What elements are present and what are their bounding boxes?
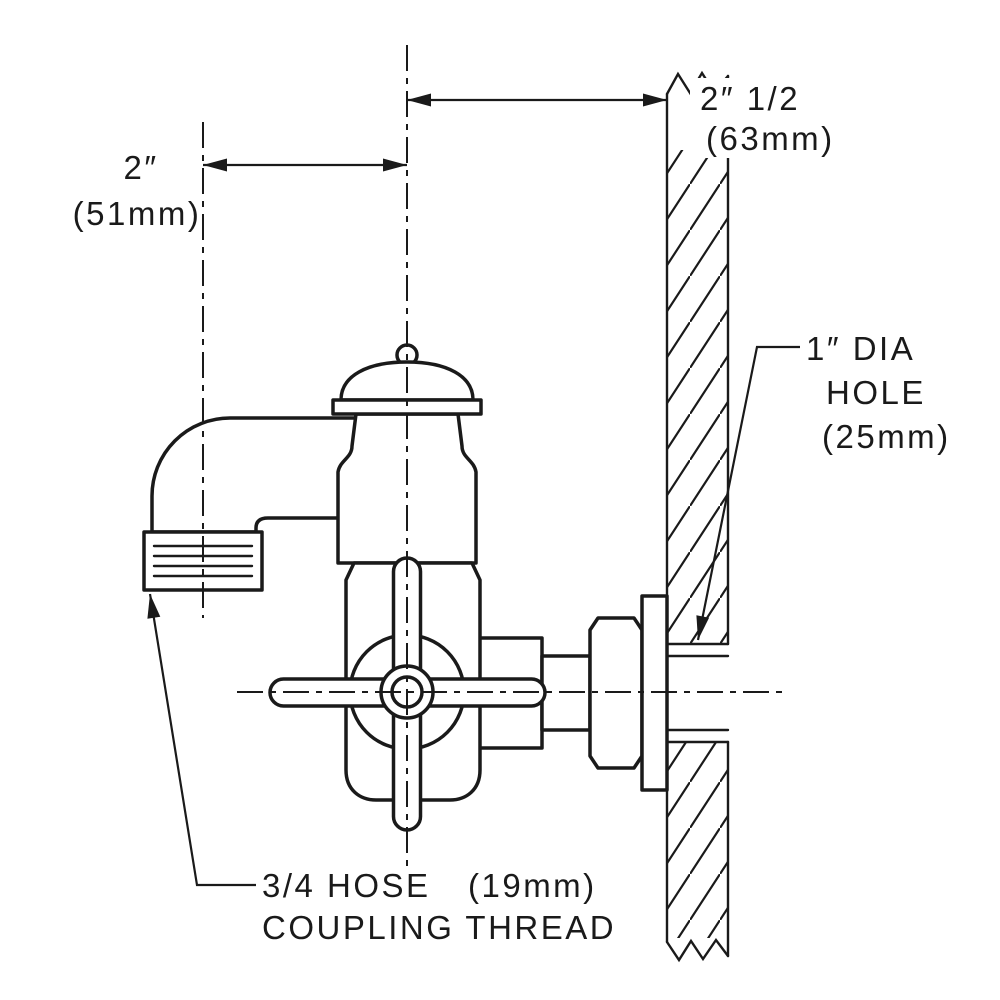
hole-leader-line: [696, 345, 800, 641]
hole-leader-arrowhead: [696, 615, 710, 640]
dimension-left-metric: (51mm): [73, 195, 202, 232]
hole-label-line1: 1″ DIA: [806, 330, 915, 367]
coupling-leader-arrowhead: [147, 594, 161, 619]
arrowhead-left: [203, 158, 227, 172]
centerlines: [202, 45, 782, 868]
cross-handle: [268, 556, 547, 832]
wall-hatch-upper: [667, 150, 728, 644]
dimension-right-metric: (63mm): [706, 120, 835, 157]
dimension-right-imperial: 2″ 1/2: [700, 80, 800, 117]
hole-label-line3: (25mm): [822, 418, 951, 455]
arrowhead-right: [383, 158, 407, 172]
body-upper: [336, 412, 478, 565]
arrowhead-left: [407, 93, 431, 107]
hole-label-line2: HOLE: [826, 374, 926, 411]
dimension-right: 2″ 1/2 (63mm): [407, 78, 872, 158]
wall-break-bottom: [665, 937, 730, 963]
label-mask: [690, 78, 872, 158]
coupling-callout: 3/4 HOSE (19mm) COUPLING THREAD: [147, 593, 616, 946]
dimension-left-imperial: 2″: [123, 149, 158, 186]
dimension-left: 2″ (51mm): [73, 149, 407, 232]
wall-hatch-lower: [667, 742, 728, 938]
wall-section: [665, 70, 730, 963]
hole-callout: 1″ DIA HOLE (25mm): [696, 330, 951, 641]
coupling-label-line2: COUPLING THREAD: [262, 909, 616, 946]
arrowhead-right: [643, 93, 667, 107]
coupling-label-text: 3/4 HOSE: [262, 867, 431, 904]
coupling-label-metric: (19mm): [468, 867, 597, 904]
coupling-leader-line: [148, 593, 256, 887]
